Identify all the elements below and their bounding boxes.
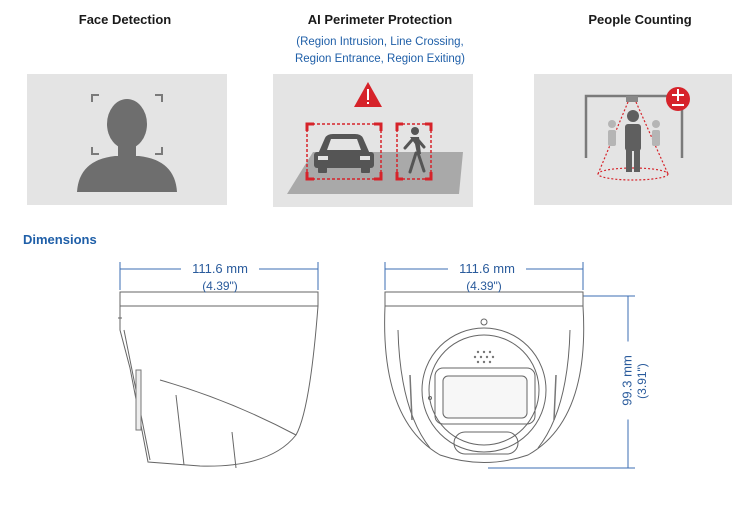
side-width-in-label: (4.39") (202, 279, 238, 293)
dimensions-heading: Dimensions (23, 232, 97, 247)
feature-title-ai-perimeter: AI Perimeter Protection (307, 12, 453, 27)
face-detection-icon (77, 94, 177, 192)
people-counting-panel (534, 74, 732, 205)
people-counting-icon (584, 87, 690, 181)
height-mm-label: 99.3 mm (619, 341, 635, 420)
ai-perimeter-detail-2: Region Entrance, Region Exiting) (294, 53, 466, 65)
front-width-mm-label: 111.6 mm (448, 261, 526, 276)
front-width-in-label: (4.39") (466, 279, 502, 293)
feature-title-face-detection: Face Detection (78, 12, 172, 27)
ai-perimeter-panel (273, 74, 473, 207)
ai-perimeter-detail-1: (Region Intrusion, Line Crossing, (296, 36, 464, 48)
face-detection-panel (27, 74, 227, 205)
side-width-mm-label: 111.6 mm (181, 261, 259, 276)
feature-title-people-counting: People Counting (588, 12, 692, 27)
ai-perimeter-icon (287, 82, 463, 194)
height-in-label: (3.91") (635, 363, 649, 399)
